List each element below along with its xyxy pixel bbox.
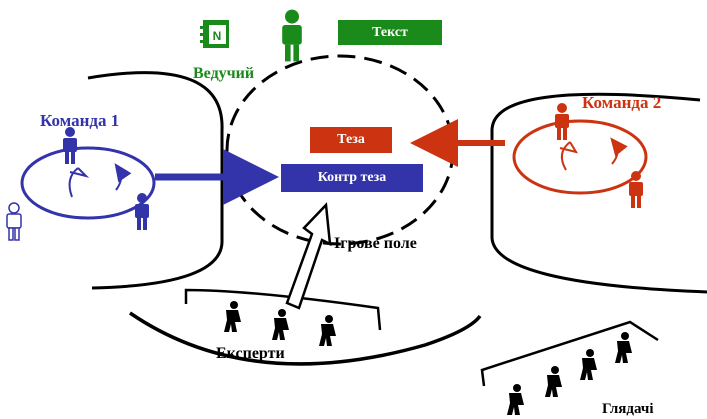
team1-reserve-icon	[6, 202, 22, 241]
experts-label: Експерти	[216, 345, 285, 362]
audience-icon	[545, 366, 562, 397]
team1-cycle	[20, 146, 156, 220]
text-box: Текст	[338, 20, 442, 45]
leader-icon	[282, 9, 302, 62]
team2-member-icon	[629, 171, 643, 208]
thesis-box: Теза	[310, 127, 392, 153]
left-wall	[87, 71, 224, 290]
experts-arc	[129, 311, 482, 366]
team1-member-icon	[63, 127, 77, 164]
audience-bracket	[480, 320, 659, 387]
experts-bracket	[184, 288, 382, 331]
audience-icon	[580, 349, 597, 380]
audience-icon	[507, 384, 524, 415]
audience-label: Глядачі	[602, 401, 654, 417]
team2-member-icon	[555, 103, 569, 140]
team1-label: Команда 1	[40, 111, 120, 130]
experts-arrow	[285, 202, 332, 310]
team2-cycle	[512, 119, 648, 195]
notebook-icon: N	[200, 20, 229, 48]
leader-label: Ведучий	[193, 65, 255, 82]
expert-icon	[272, 309, 289, 340]
notebook-letter: N	[213, 29, 222, 43]
audience-icon	[615, 332, 632, 363]
expert-icon	[319, 315, 336, 346]
antithesis-box: Контр теза	[281, 164, 423, 192]
expert-icon	[224, 301, 241, 332]
right-wall	[490, 92, 707, 294]
team2-label: Команда 2	[582, 93, 662, 112]
team1-member-icon	[135, 193, 149, 230]
game-field-label: Ігрове поле	[334, 235, 417, 252]
